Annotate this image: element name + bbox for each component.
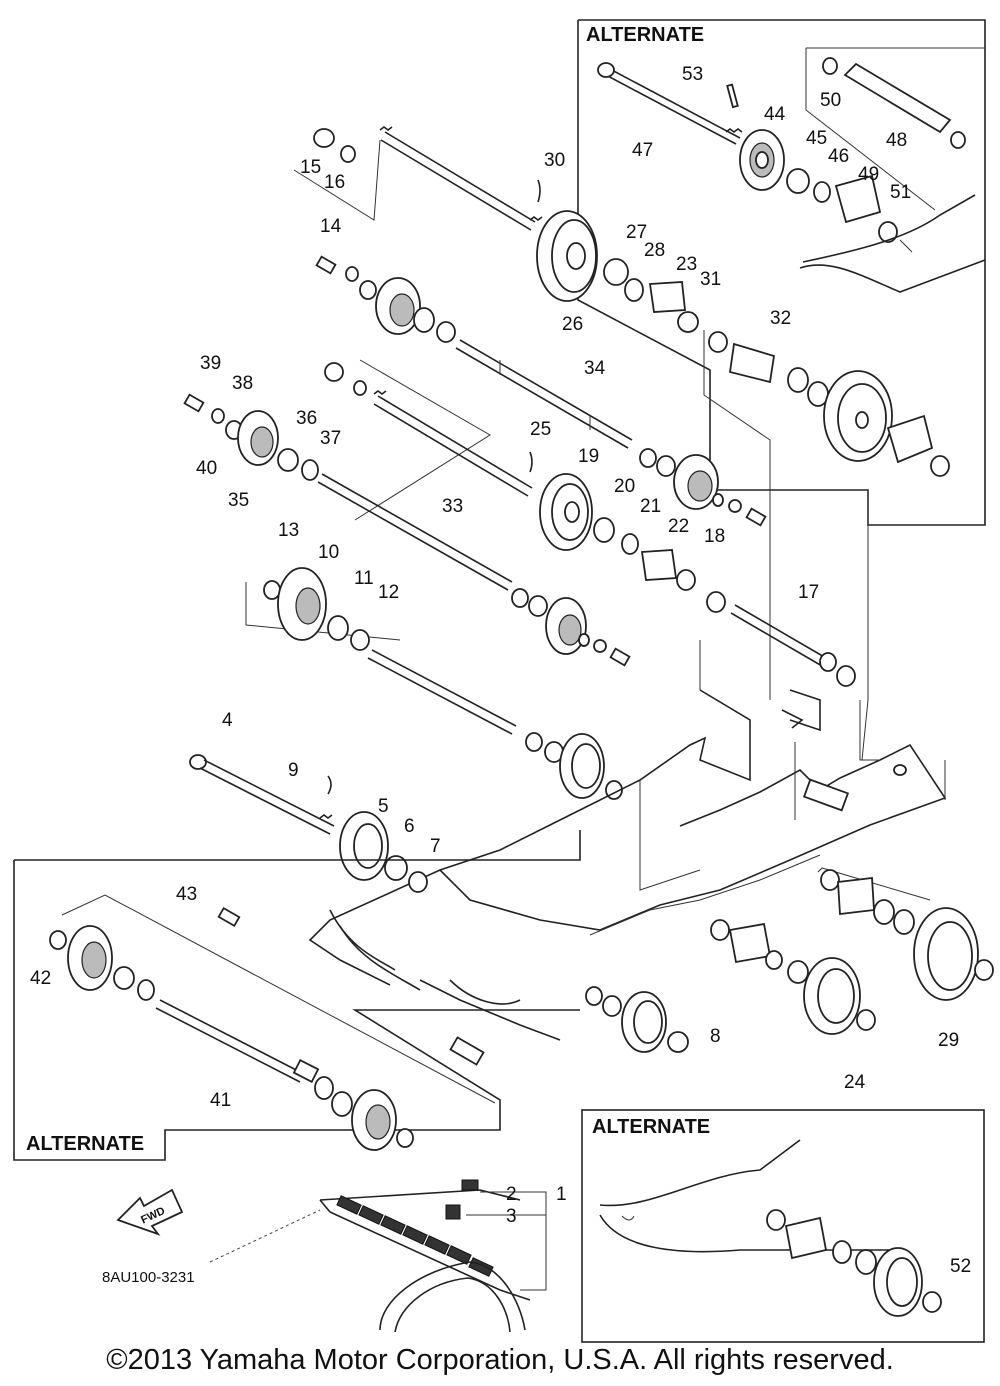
part-label: 15 <box>300 157 321 178</box>
part-label: 11 <box>354 568 374 589</box>
part-label: 42 <box>30 968 51 989</box>
part-label: 50 <box>820 90 841 111</box>
part-label: 51 <box>890 182 911 203</box>
alternate-box-top-right: ALTERNATE <box>577 19 986 526</box>
part-label: 28 <box>644 240 665 261</box>
part-label: 37 <box>320 428 341 449</box>
part-label: 18 <box>704 526 725 547</box>
shaft-17-assembly <box>706 591 856 687</box>
part-label: 19 <box>578 446 599 467</box>
main-frame-rail <box>308 640 947 1041</box>
part-label: 16 <box>324 172 345 193</box>
part-label: 32 <box>770 308 791 329</box>
part-label: 17 <box>798 582 819 603</box>
part-label: 34 <box>584 358 606 379</box>
part-label: 41 <box>210 1090 231 1111</box>
part-label: 7 <box>430 836 441 857</box>
part-label: 1 <box>556 1184 567 1205</box>
lower-shaft-assembly-10 <box>245 567 631 800</box>
part-label: 53 <box>682 64 703 85</box>
part-label: 44 <box>764 104 786 125</box>
shaft-4-assembly <box>189 754 428 893</box>
part-label: 5 <box>378 796 389 817</box>
part-label: 47 <box>632 140 653 161</box>
part-label: 52 <box>950 1256 971 1277</box>
part-label: 33 <box>442 496 463 517</box>
part-label: 8 <box>710 1026 721 1047</box>
part-label: 14 <box>320 216 342 237</box>
part-label: 26 <box>562 314 583 335</box>
part-label: 43 <box>176 884 197 905</box>
part-callouts: 1 2 3 4 5 6 7 8 9 10 11 12 13 14 15 16 1… <box>30 64 971 1277</box>
part-label: 46 <box>828 146 849 167</box>
part-label: 20 <box>614 476 635 497</box>
part-label: 49 <box>858 164 879 185</box>
upper-shaft-assembly <box>293 126 699 333</box>
wheel-assembly-5-lower <box>585 986 689 1053</box>
wheel-assembly-26-right <box>703 330 950 761</box>
middle-shaft-assembly <box>324 359 696 591</box>
alternate-title-left: ALTERNATE <box>26 1133 144 1155</box>
part-label: 9 <box>288 760 299 781</box>
wheel-assembly-35-upper <box>315 255 633 449</box>
part-label: 3 <box>506 1206 517 1227</box>
part-label: 4 <box>222 710 233 731</box>
track-assembly <box>209 1179 547 1333</box>
reference-code: 8AU100-3231 <box>102 1269 195 1286</box>
part-label: 12 <box>378 582 399 603</box>
part-label: 13 <box>278 520 299 541</box>
wheel-assembly-19-lower <box>710 919 876 1035</box>
part-label: 29 <box>938 1030 959 1051</box>
copyright-notice: ©2013 Yamaha Motor Corporation, U.S.A. A… <box>106 1344 894 1376</box>
part-label: 36 <box>296 408 317 429</box>
part-label: 23 <box>676 254 697 275</box>
wheel-assembly-35-left <box>183 393 513 591</box>
wheel-assembly-26-lower <box>817 867 994 1001</box>
part-label: 31 <box>700 269 721 290</box>
part-label: 40 <box>196 458 217 479</box>
part-label: 45 <box>806 128 827 149</box>
part-label: 38 <box>232 373 253 394</box>
alternate-box-bottom-right: ALTERNATE <box>581 1109 985 1343</box>
part-label: 27 <box>626 222 647 243</box>
alternate-title-bottom: ALTERNATE <box>592 1116 710 1138</box>
part-label: 10 <box>318 542 339 563</box>
part-label: 35 <box>228 490 249 511</box>
part-label: 6 <box>404 816 415 837</box>
part-label: 2 <box>506 1184 517 1205</box>
part-label: 30 <box>544 150 565 171</box>
part-label: 21 <box>640 496 661 517</box>
part-label: 24 <box>844 1072 866 1093</box>
alternate-box-left: ALTERNATE <box>13 830 581 1161</box>
part-label: 25 <box>530 419 551 440</box>
fwd-arrow-icon: FWD <box>116 1188 184 1236</box>
part-label: 39 <box>200 353 221 374</box>
part-label: 22 <box>668 516 689 537</box>
alternate-title-top: ALTERNATE <box>586 24 704 46</box>
part-label: 48 <box>886 130 907 151</box>
wheel-assembly-35-mid-right <box>639 448 767 527</box>
